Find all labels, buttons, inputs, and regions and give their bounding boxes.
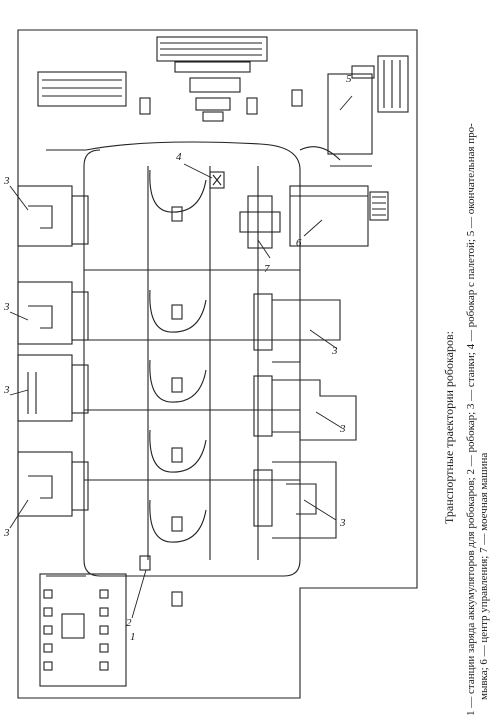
washer-7 [239, 195, 281, 249]
machine-3-f [253, 375, 357, 441]
label-7: 7 [264, 263, 270, 275]
label-3-c: 3 [3, 384, 10, 396]
machine-3-b [17, 281, 89, 345]
label-3-d: 3 [3, 527, 10, 539]
control-center-6 [289, 185, 389, 247]
caption-title: Транспортные траектории робокаров: [442, 331, 456, 524]
track-network [46, 141, 372, 577]
robocar-4 [209, 171, 225, 189]
machine-3-e [253, 293, 341, 363]
machine-3-g [253, 461, 337, 539]
charging-stations-1 [39, 573, 127, 687]
top-left-rack [37, 71, 127, 107]
label-4: 4 [176, 151, 182, 163]
label-1: 1 [130, 631, 136, 643]
label-3-e: 3 [331, 345, 338, 357]
station-5 [327, 65, 375, 155]
machine-3-d [17, 451, 89, 517]
caption-legend-line1: 1 — станции заряда аккумуляторов для роб… [465, 123, 477, 716]
label-6: 6 [296, 237, 302, 249]
floor-outline [17, 29, 418, 699]
label-3-b: 3 [3, 301, 10, 313]
label-2: 2 [126, 617, 132, 629]
label-3-f: 3 [339, 423, 346, 435]
label-5: 5 [346, 73, 352, 85]
machine-3-c [17, 354, 89, 422]
label-3-g: 3 [339, 517, 346, 529]
caption-legend-line2: мывка; 6 — центр управления; 7 — моечная… [478, 452, 490, 700]
right-top-racks [377, 55, 409, 113]
label-3-a: 3 [3, 175, 10, 187]
top-storage [156, 36, 268, 122]
machine-3-a [17, 185, 89, 247]
